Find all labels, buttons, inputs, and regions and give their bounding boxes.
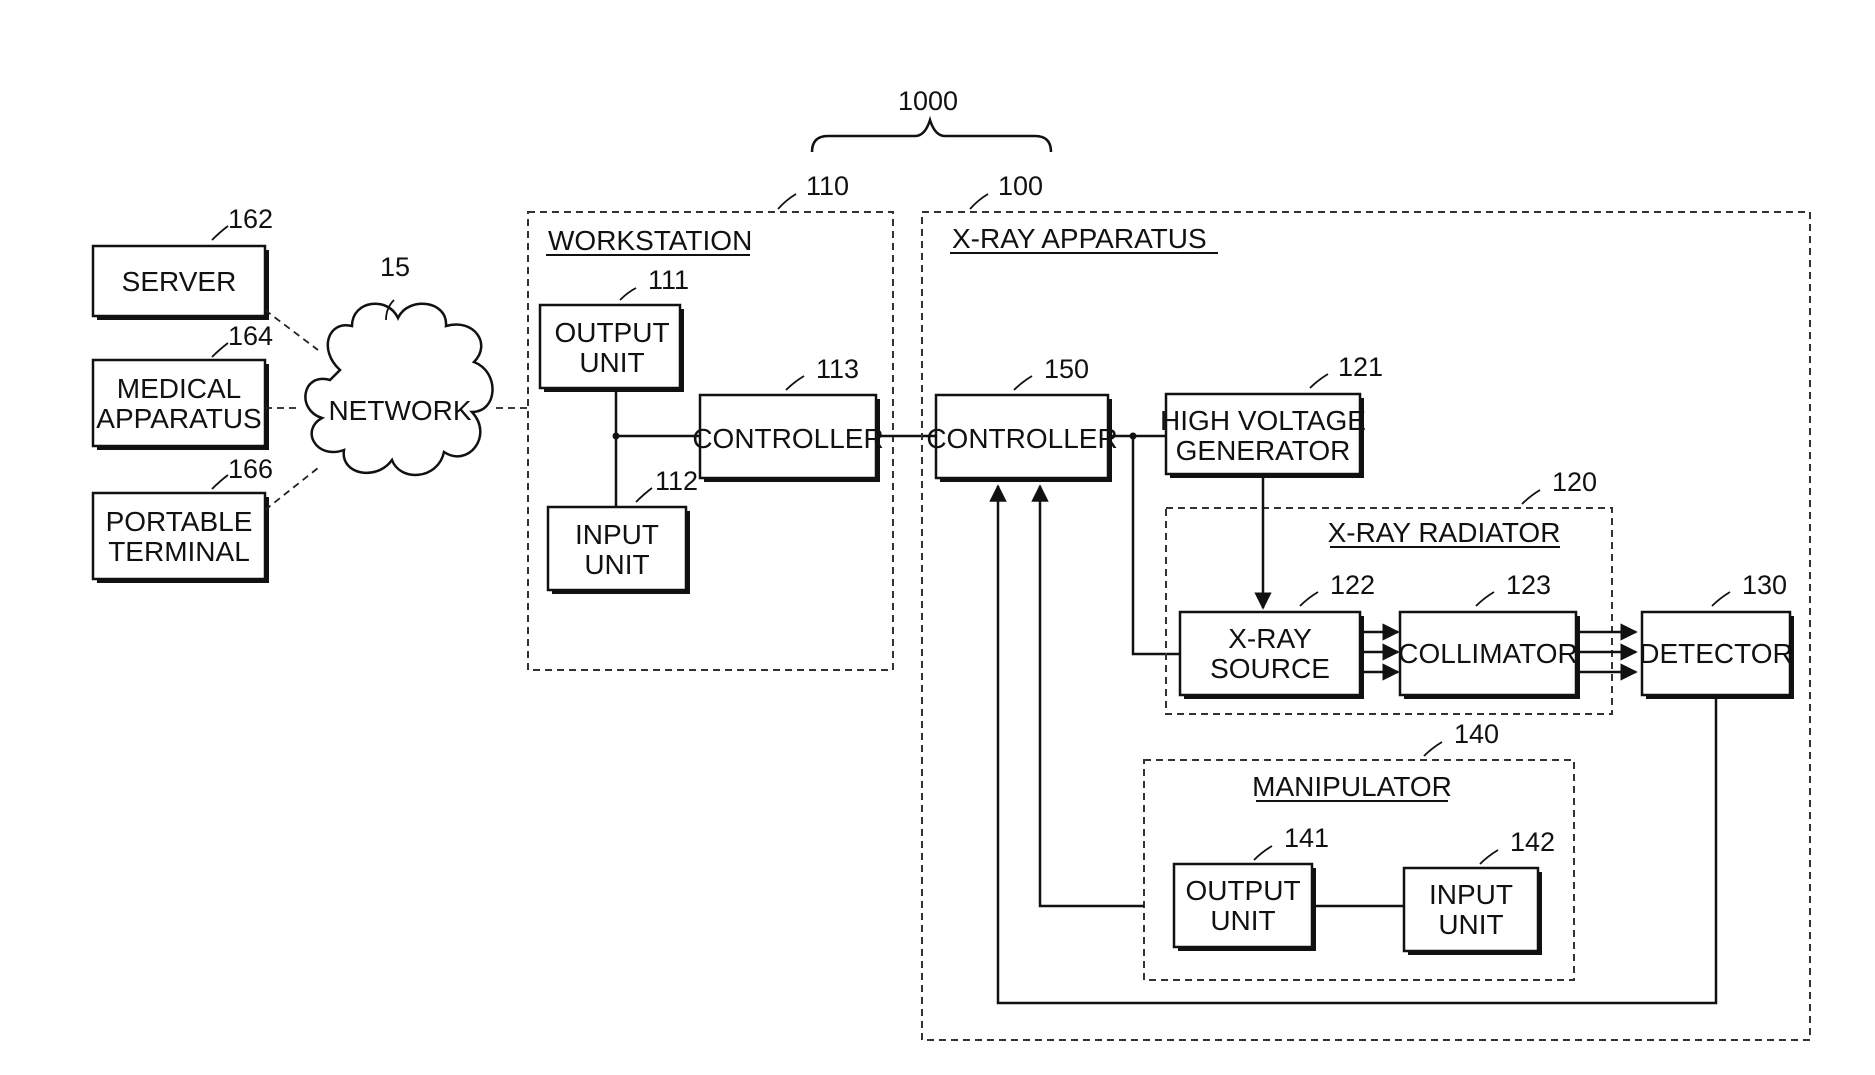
ws-controller-ref-leader	[786, 376, 804, 390]
xray-source-line2: SOURCE	[1210, 653, 1330, 684]
cloud-icon	[305, 304, 492, 475]
portable-terminal-label-line1: PORTABLE	[106, 506, 253, 537]
network-ref: 15	[380, 252, 410, 282]
workstation-ref-leader	[778, 194, 796, 209]
manipulator-ref: 140	[1454, 719, 1499, 749]
ws-input-unit-ref: 112	[655, 466, 698, 496]
medical-apparatus-ref: 164	[228, 321, 273, 351]
manipulator-title: MANIPULATOR	[1252, 771, 1452, 802]
hv-generator-line2: GENERATOR	[1176, 435, 1351, 466]
mp-input-unit-line1: INPUT	[1429, 879, 1513, 910]
collimator-ref: 123	[1506, 570, 1551, 600]
system-group-1000: 1000	[812, 86, 1051, 152]
mp-input-unit-ref: 142	[1510, 827, 1555, 857]
xray-source-ref-leader	[1300, 592, 1318, 606]
mp-output-unit-line2: UNIT	[1210, 905, 1275, 936]
workstation-title: WORKSTATION	[548, 225, 752, 256]
ws-junction	[613, 433, 620, 440]
xray-apparatus-title: X-RAY APPARATUS	[952, 223, 1207, 254]
medical-apparatus-ref-leader	[212, 343, 228, 357]
portable-terminal-ref-leader	[212, 475, 228, 489]
manipulator-controller-arrow	[1040, 486, 1144, 906]
hv-generator-ref: 121	[1338, 352, 1383, 382]
mp-input-unit-ref-leader	[1480, 850, 1498, 864]
system-brace	[812, 120, 1051, 152]
ws-output-unit-ref-leader	[620, 288, 636, 300]
portable-terminal-label-line2: TERMINAL	[108, 536, 250, 567]
ws-input-unit-ref-leader	[636, 488, 652, 502]
server-ref: 162	[228, 204, 273, 234]
ws-output-unit-ref: 111	[648, 265, 689, 295]
xray-apparatus-group: X-RAY APPARATUS 100 CONTROLLER 150 HIGH …	[922, 171, 1810, 1040]
detector-ref-leader	[1712, 592, 1730, 606]
xr-controller-label: CONTROLLER	[926, 423, 1117, 454]
collimator-ref-leader	[1476, 592, 1494, 606]
mp-output-unit-ref-leader	[1254, 846, 1272, 860]
xr-controller-ref-leader	[1014, 376, 1032, 390]
ws-output-unit-line2: UNIT	[579, 347, 644, 378]
detector-ref: 130	[1742, 570, 1787, 600]
radiator-ref-leader	[1522, 490, 1540, 504]
radiator-title: X-RAY RADIATOR	[1328, 517, 1561, 548]
xray-apparatus-ref-leader	[970, 194, 988, 209]
mp-output-unit-line1: OUTPUT	[1185, 875, 1300, 906]
server-block: SERVER 162	[93, 204, 273, 320]
radiator-ref: 120	[1552, 467, 1597, 497]
ws-input-unit-line2: UNIT	[584, 549, 649, 580]
manipulator-ref-leader	[1424, 742, 1442, 756]
xray-source-ref: 122	[1330, 570, 1375, 600]
portable-terminal-block: PORTABLE TERMINAL 166	[93, 454, 273, 583]
hv-generator-ref-leader	[1310, 374, 1328, 388]
xr-controller-ref: 150	[1044, 354, 1089, 384]
mp-output-unit-ref: 141	[1284, 823, 1329, 853]
medical-apparatus-label-line2: APPARATUS	[96, 403, 261, 434]
detector-label: DETECTOR	[1639, 638, 1793, 669]
ws-controller-ref: 113	[816, 354, 859, 384]
system-ref-label: 1000	[898, 86, 958, 116]
ws-input-unit-line1: INPUT	[575, 519, 659, 550]
detector-controller-arrow	[998, 486, 1716, 1003]
hv-generator-line1: HIGH VOLTAGE	[1160, 405, 1366, 436]
medical-apparatus-block: MEDICAL APPARATUS 164	[93, 321, 273, 450]
xray-apparatus-ref: 100	[998, 171, 1043, 201]
mp-input-unit-line2: UNIT	[1438, 909, 1503, 940]
network-cloud: NETWORK 15	[305, 252, 492, 475]
server-label: SERVER	[122, 266, 237, 297]
medical-apparatus-label-line1: MEDICAL	[117, 373, 241, 404]
ws-controller-label: CONTROLLER	[692, 423, 883, 454]
collimator-label: COLLIMATOR	[1398, 638, 1577, 669]
xray-source-line1: X-RAY	[1228, 623, 1312, 654]
server-ref-leader	[212, 226, 228, 240]
network-label: NETWORK	[328, 395, 471, 426]
workstation-ref: 110	[806, 171, 849, 201]
ws-output-unit-line1: OUTPUT	[554, 317, 669, 348]
portable-terminal-ref: 166	[228, 454, 273, 484]
workstation-group: WORKSTATION 110 OUTPUT UNIT 111 INPUT UN…	[528, 171, 893, 670]
